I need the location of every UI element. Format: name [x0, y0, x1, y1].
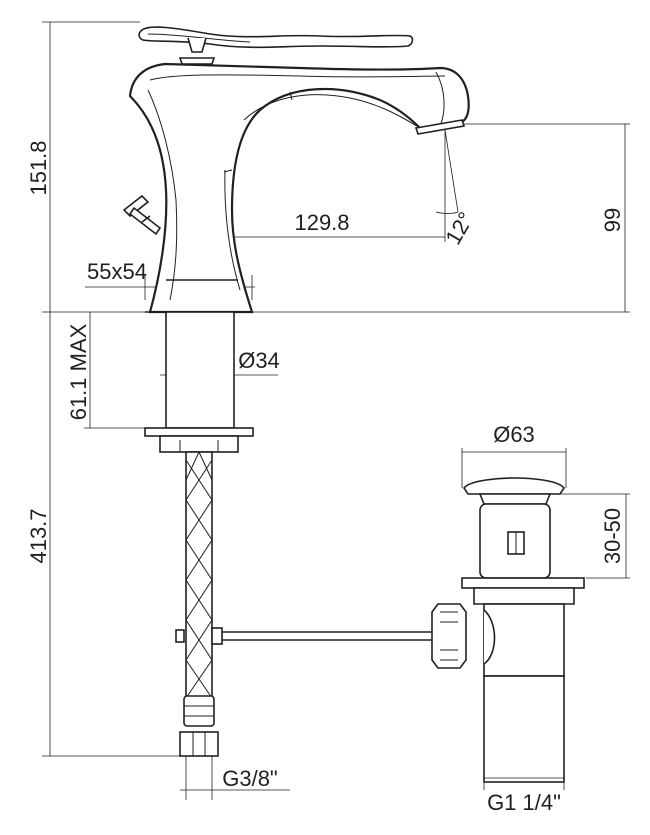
hole-diameter-label: Ø34	[238, 348, 280, 373]
hose-length-label: 413.7	[26, 508, 51, 563]
dim-hose-length	[42, 312, 185, 757]
hose-thread-label: G3/8"	[222, 766, 278, 791]
max-thickness-label: 61.1 MAX	[66, 323, 91, 420]
popup-rod	[122, 194, 162, 236]
waste-thread-label: G1 1/4"	[487, 790, 561, 815]
mounting-shank	[144, 311, 254, 453]
total-height-label: 151.8	[26, 140, 51, 195]
spout-reach-label: 129.8	[294, 210, 349, 235]
dim-spout-height	[250, 123, 630, 313]
dim-total-height	[42, 21, 160, 313]
waste-range-label: 30-50	[600, 508, 625, 564]
pop-up-waste	[431, 448, 630, 790]
dim-spout-reach	[200, 130, 446, 242]
base-size-label: 55x54	[87, 259, 147, 284]
waste-diameter-label: Ø63	[493, 422, 535, 447]
spout-height-label: 99	[600, 208, 625, 232]
flexible-hose	[179, 451, 290, 800]
tap-body	[122, 26, 470, 314]
pullrod	[175, 627, 440, 645]
dim-max-thickness	[84, 312, 158, 429]
